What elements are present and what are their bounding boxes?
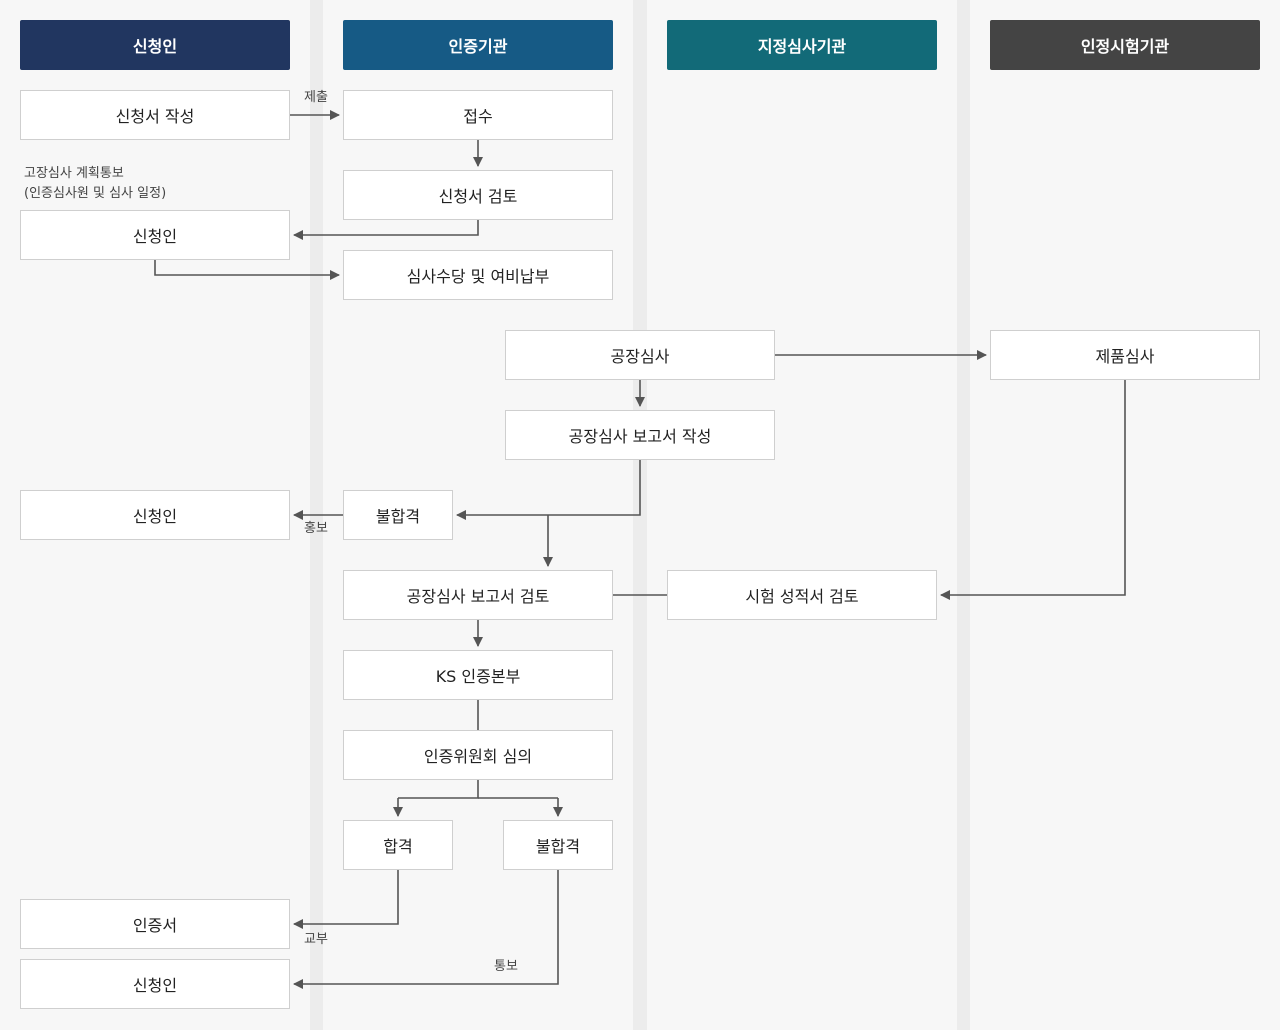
arrow-product-to-test-review xyxy=(940,380,1126,600)
node-applicant-1: 신청인 xyxy=(20,210,290,260)
lane-designated-audit-body xyxy=(647,0,957,1030)
node-fail-1: 불합격 xyxy=(343,490,453,540)
label-submit: 제출 xyxy=(304,90,328,105)
node-application-review: 신청서 검토 xyxy=(343,170,613,220)
node-factory-audit: 공장심사 xyxy=(505,330,775,380)
node-ks-hq: KS 인증본부 xyxy=(343,650,613,700)
node-committee: 인증위원회 심의 xyxy=(343,730,613,780)
arrow-applicant-to-payment xyxy=(154,260,340,280)
node-certificate: 인증서 xyxy=(20,899,290,949)
node-pass: 합격 xyxy=(343,820,453,870)
header-accredited-test-body: 인정시험기관 xyxy=(990,20,1260,70)
note-audit-plan-line2: (인증심사원 및 심사 일정) xyxy=(24,186,167,201)
arrow-fail-to-applicant-final xyxy=(293,870,559,989)
arrow-pass-to-certificate xyxy=(293,870,399,929)
header-designated-audit-body: 지정심사기관 xyxy=(667,20,937,70)
arrow-review-to-applicant xyxy=(293,220,479,240)
label-issue: 교부 xyxy=(304,932,328,947)
header-applicant: 신청인 xyxy=(20,20,290,70)
node-applicant-3: 신청인 xyxy=(20,959,290,1009)
node-application-write: 신청서 작성 xyxy=(20,90,290,140)
note-audit-plan-line1: 고장심사 계획통보 xyxy=(24,166,124,181)
label-promote: 홍보 xyxy=(304,521,328,536)
node-product-test: 제품심사 xyxy=(990,330,1260,380)
arrow-report-to-fail xyxy=(456,460,641,520)
node-test-report-review: 시험 성적서 검토 xyxy=(667,570,937,620)
node-receipt: 접수 xyxy=(343,90,613,140)
node-applicant-2: 신청인 xyxy=(20,490,290,540)
line-committee-split xyxy=(398,780,479,799)
node-fee-payment: 심사수당 및 여비납부 xyxy=(343,250,613,300)
node-factory-report-review: 공장심사 보고서 검토 xyxy=(343,570,613,620)
label-notify: 통보 xyxy=(494,959,518,974)
node-fail-2: 불합격 xyxy=(503,820,613,870)
node-factory-report-write: 공장심사 보고서 작성 xyxy=(505,410,775,460)
header-certification-body: 인증기관 xyxy=(343,20,613,70)
